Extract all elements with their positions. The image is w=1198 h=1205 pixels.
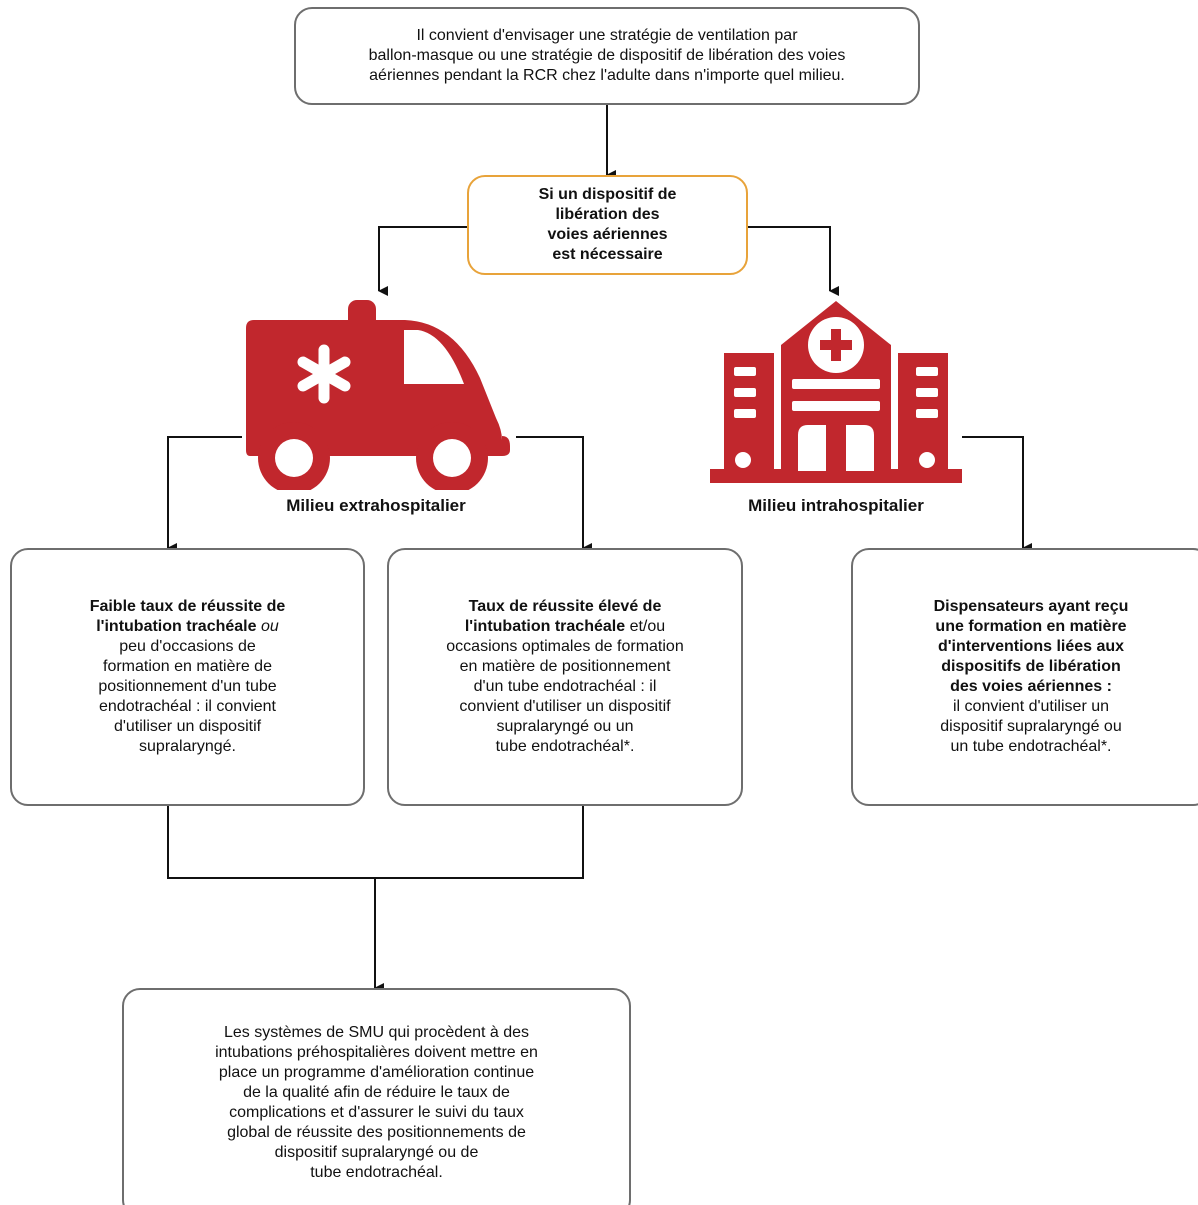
quality-program-box: Les systèmes de SMU qui procèdent à des … — [122, 988, 631, 1205]
decision-line-4: est nécessaire — [552, 246, 663, 263]
low-line-2-bold: l'intubation trachéale — [96, 618, 261, 635]
high-line-2: l'intubation trachéale et/ou — [465, 617, 665, 637]
decision-box: Si un dispositif de libération des voies… — [467, 175, 748, 275]
low-line-5: positionnement d'un tube — [98, 678, 277, 695]
decision-line-3: voies aériennes — [547, 226, 668, 243]
low-line-3: peu d'occasions de — [119, 638, 256, 655]
intra-line-4: dispositifs de libération — [941, 658, 1121, 675]
high-line-5: d'un tube endotrachéal : il — [473, 678, 657, 695]
low-line-2-italic: ou — [260, 618, 279, 635]
decision-line-1: Si un dispositif de — [538, 186, 677, 203]
intra-line-2: une formation en matière — [935, 618, 1127, 635]
trained-providers-box: Dispensateurs ayant reçu une formation e… — [851, 548, 1198, 806]
arrow-decision-to-hospital — [748, 226, 839, 296]
high-line-8: tube endotrachéal*. — [495, 738, 635, 755]
bottom-line-7: dispositif supralaryngé ou de — [274, 1144, 479, 1161]
top-line-1: Il convient d'envisager une stratégie de… — [416, 27, 798, 44]
low-success-box: Faible taux de réussite de l'intubation … — [10, 548, 365, 806]
intra-line-8: un tube endotrachéal*. — [950, 738, 1112, 755]
low-line-4: formation en matière de — [103, 658, 272, 675]
low-line-8: supralaryngé. — [139, 738, 236, 755]
intra-line-5: des voies aériennes : — [950, 678, 1112, 695]
arrow-extra-to-right-box — [516, 436, 592, 553]
high-line-7: supralaryngé ou un — [496, 718, 634, 735]
intra-line-3: d'interventions liées aux — [937, 638, 1125, 655]
bottom-line-5: complications et d'assurer le suivi du t… — [229, 1104, 524, 1121]
bottom-line-4: de la qualité afin de réduire le taux de — [243, 1084, 510, 1101]
bottom-line-3: place un programme d'amélioration contin… — [218, 1064, 535, 1081]
ambulance-icon — [246, 300, 510, 490]
top-line-3: aériennes pendant la RCR chez l'adulte d… — [369, 67, 845, 84]
bottom-line-1: Les systèmes de SMU qui procèdent à des — [223, 1024, 530, 1041]
high-line-6: convient d'utiliser un dispositif — [459, 698, 671, 715]
arrow-extra-to-left-box — [167, 436, 242, 553]
intra-line-7: dispositif supralaryngé ou — [940, 718, 1122, 735]
arrow-decision-to-ambulance — [378, 226, 467, 296]
decision-line-2: libération des — [555, 206, 660, 223]
intrahospital-label: Milieu intrahospitalier — [748, 496, 924, 515]
high-line-2-bold: l'intubation trachéale — [464, 618, 626, 635]
extrahospital-label: Milieu extrahospitalier — [286, 496, 466, 515]
intra-line-1: Dispensateurs ayant reçu — [933, 598, 1129, 615]
high-success-box: Taux de réussite élevé de l'intubation t… — [387, 548, 743, 806]
intra-line-6: il convient d'utiliser un — [952, 698, 1110, 715]
bottom-line-8: tube endotrachéal. — [310, 1164, 443, 1181]
low-line-2: l'intubation trachéale ou — [96, 617, 279, 637]
bottom-line-6: global de réussite des positionnements d… — [227, 1124, 526, 1141]
low-line-1: Faible taux de réussite de — [89, 598, 286, 615]
hospital-icon — [710, 301, 962, 483]
low-line-6: endotrachéal : il convient — [99, 698, 276, 715]
bottom-line-2: intubations préhospitalières doivent met… — [215, 1044, 538, 1061]
arrow-intra-to-box — [962, 436, 1032, 553]
top-line-2: ballon-masque ou une stratégie de dispos… — [368, 47, 846, 64]
high-line-4: en matière de positionnement — [459, 658, 671, 675]
merge-connector — [167, 806, 584, 879]
top-statement-box: Il convient d'envisager une stratégie de… — [294, 7, 920, 105]
high-line-1: Taux de réussite élevé de — [468, 598, 662, 615]
low-line-7: d'utiliser un dispositif — [113, 718, 262, 735]
high-line-3: occasions optimales de formation — [446, 638, 684, 655]
high-line-2-rest: et/ou — [625, 618, 666, 635]
